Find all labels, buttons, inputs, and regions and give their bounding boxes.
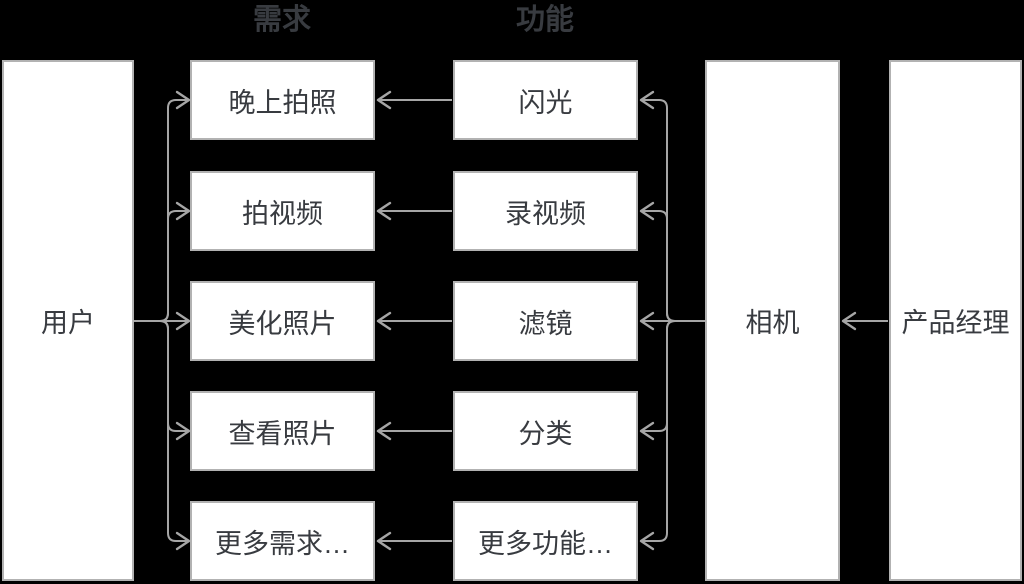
node-func-label: 滤镜 — [518, 308, 573, 339]
node-need-label: 拍视频 — [242, 198, 323, 229]
node-user: 用户 — [2, 60, 134, 581]
node-func-label: 录视频 — [505, 198, 586, 229]
node-product-manager: 产品经理 — [889, 60, 1022, 581]
node-camera-label: 相机 — [745, 308, 800, 338]
edge-user-need-5 — [134, 320, 191, 551]
node-product-manager-label: 产品经理 — [901, 308, 1010, 338]
edge-camera-func-5 — [639, 320, 706, 551]
edge-user-need-2 — [134, 201, 191, 322]
edge-camera-func-4 — [639, 320, 706, 441]
node-func-record-video: 录视频 — [453, 171, 638, 251]
node-user-label: 用户 — [41, 308, 95, 338]
column-header-needs: 需求 — [252, 4, 312, 36]
node-camera: 相机 — [705, 60, 840, 581]
node-need-label: 查看照片 — [228, 418, 337, 449]
node-func-classify: 分类 — [453, 391, 638, 471]
node-func-label: 闪光 — [518, 87, 573, 118]
node-need-more: 更多需求… — [190, 501, 375, 581]
column-header-functions: 功能 — [515, 4, 575, 36]
node-need-view-photo: 查看照片 — [190, 391, 375, 471]
node-need-label: 美化照片 — [228, 308, 337, 339]
node-need-label: 更多需求… — [215, 528, 350, 559]
node-need-beautify-photo: 美化照片 — [190, 281, 375, 361]
edge-user-need-4 — [134, 320, 191, 441]
node-func-flash: 闪光 — [453, 60, 638, 140]
node-func-filter: 滤镜 — [453, 281, 638, 361]
node-func-more: 更多功能… — [453, 501, 638, 581]
node-func-label: 更多功能… — [478, 528, 613, 559]
edge-camera-func-2 — [639, 201, 706, 322]
node-need-shoot-video: 拍视频 — [190, 171, 375, 251]
node-need-night-photo: 晚上拍照 — [190, 60, 375, 140]
node-func-label: 分类 — [518, 418, 573, 449]
node-need-label: 晚上拍照 — [228, 87, 337, 118]
